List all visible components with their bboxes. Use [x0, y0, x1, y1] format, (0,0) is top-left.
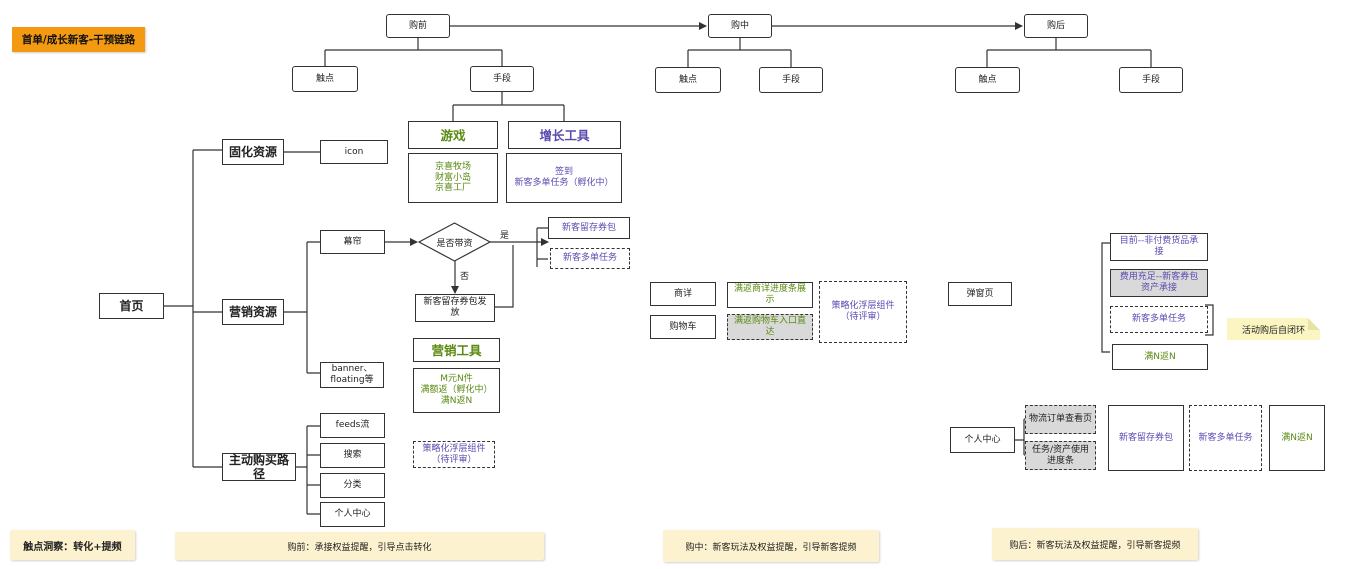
- footer-post: 购后：新客玩法及权益提醒，引导新客提频: [992, 528, 1198, 560]
- marketing-tool-item: 满额返（孵化中）: [420, 385, 493, 396]
- growth-title: 增长工具: [508, 121, 621, 149]
- mid-detail: 商详: [650, 282, 716, 306]
- growth-item: 新客多单任务（孵化中）: [514, 178, 614, 188]
- mid-cart-tool: 满返购物车入口直达: [727, 314, 813, 340]
- post-option-nbackn: 满N返N: [1112, 344, 1208, 370]
- strategy-float-line: 策略化浮层组件: [422, 443, 486, 454]
- header-tag: 首单/成长新客-干预链路: [12, 27, 145, 52]
- game-item: 京喜牧场: [434, 161, 471, 172]
- path-feeds: feeds流: [320, 413, 385, 438]
- decision-yes: 是: [500, 231, 510, 241]
- post-option-nonpaid: 目前--非付费货品承接: [1110, 233, 1208, 261]
- pre-means: 手段: [470, 66, 534, 92]
- strategy-float-line: （待评审）: [431, 454, 477, 465]
- post-personal: 个人中心: [950, 427, 1015, 453]
- mid-strategy-float: 策略化浮层组件 （待评审）: [819, 281, 907, 343]
- decision-question: 是否带资: [436, 239, 473, 249]
- post-popup: 弹窗页: [948, 282, 1012, 306]
- growth-item: 签到: [554, 167, 573, 178]
- mid-detail-tool: 满返商详进度条展示: [727, 282, 813, 308]
- strategy-float-line: （待评审）: [840, 312, 886, 322]
- strategy-float-line: 策略化浮层组件: [831, 301, 895, 312]
- curtain-node: 幕帘: [320, 230, 385, 254]
- marketing-tool-items: M元N件 满额返（孵化中） 满N返N: [413, 368, 500, 413]
- loop-note: 活动购后自闭环: [1227, 318, 1320, 340]
- game-title: 游戏: [408, 121, 498, 149]
- post-means: 手段: [1119, 67, 1183, 93]
- game-item: 京喜工厂: [434, 183, 471, 194]
- insight-tag: 触点洞察：转化+提频: [10, 530, 135, 560]
- phase-pre: 购前: [386, 14, 450, 38]
- game-item: 财富小岛: [434, 172, 471, 183]
- personal-progress: 任务/资产使用进度条: [1025, 441, 1096, 470]
- mid-touch: 触点: [655, 67, 721, 93]
- phase-mid: 购中: [708, 14, 772, 38]
- mid-cart: 购物车: [650, 315, 716, 339]
- yes-result-coupon: 新客留存券包: [548, 217, 630, 239]
- home-node: 首页: [99, 293, 164, 319]
- marketing-tool-title: 营销工具: [413, 338, 500, 362]
- footer-pre: 购前：承接权益提醒，引导点击转化: [175, 532, 544, 560]
- path-category: 分类: [320, 473, 385, 498]
- growth-items: 签到 新客多单任务（孵化中）: [506, 153, 622, 203]
- marketing-tool-item: 满N返N: [440, 395, 473, 406]
- pre-strategy-float: 策略化浮层组件 （待评审）: [413, 441, 495, 468]
- post-option-coupon: 费用充足--新客券包资产承接: [1110, 269, 1208, 297]
- path-search: 搜索: [320, 443, 385, 468]
- note-fold-icon: [1308, 318, 1320, 330]
- no-result: 新客留存券包发放: [415, 294, 495, 322]
- marketing-tool-item: M元N件: [440, 374, 473, 385]
- personal-task: 新客多单任务: [1189, 405, 1262, 471]
- personal-logistics: 物流订单查看页: [1025, 405, 1096, 434]
- decision-diamond: [418, 222, 491, 262]
- mid-means: 手段: [759, 67, 823, 93]
- personal-nbackn: 满N返N: [1269, 405, 1325, 471]
- footer-mid: 购中：新客玩法及权益提醒，引导新客提频: [663, 530, 879, 562]
- pre-touch: 触点: [292, 66, 358, 92]
- personal-coupon: 新客留存券包: [1108, 405, 1184, 471]
- phase-post: 购后: [1024, 14, 1088, 38]
- fixed-resource: 固化资源: [222, 139, 284, 165]
- post-option-task: 新客多单任务: [1110, 306, 1208, 333]
- marketing-resource: 营销资源: [222, 299, 284, 325]
- path-personal: 个人中心: [320, 502, 385, 527]
- yes-result-task: 新客多单任务: [550, 248, 630, 269]
- decision-no: 否: [460, 272, 470, 282]
- icon-node: icon: [320, 140, 388, 164]
- game-items: 京喜牧场 财富小岛 京喜工厂: [408, 153, 498, 203]
- active-path: 主动购买路径: [222, 453, 296, 481]
- post-touch: 触点: [955, 67, 1020, 93]
- banner-node: banner、floating等: [320, 362, 384, 388]
